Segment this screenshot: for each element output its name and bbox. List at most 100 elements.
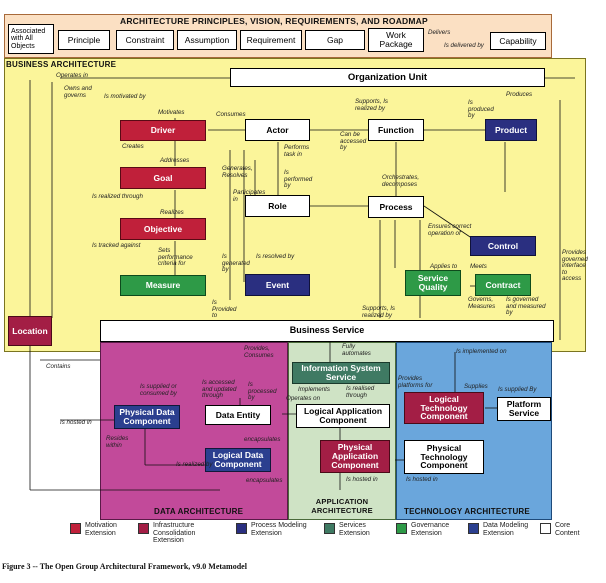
rel-implements: Implements — [298, 386, 330, 393]
rel-supplied-by: Is supplied By — [498, 386, 537, 393]
physical-application-component-box[interactable]: Physical Application Component — [320, 440, 390, 473]
data-region-title: DATA ARCHITECTURE — [154, 507, 244, 516]
rel-resolved-by: Is resolved by — [256, 253, 295, 260]
physical-data-component-box[interactable]: Physical Data Component — [114, 405, 180, 429]
rel-applies-to: Applies to — [430, 263, 458, 270]
delivered-by-label: Is delivered by — [444, 42, 484, 49]
driver-box[interactable]: Driver — [120, 120, 206, 141]
legend-label: Data Modeling Extension — [483, 522, 529, 537]
rel-resides-within: Resides within — [106, 435, 129, 449]
rel-governs: Governs, Measures — [468, 296, 496, 310]
rel-encapsulates-1: encapsulates — [244, 436, 281, 443]
rel-supports: Supports, Is realized by — [362, 305, 396, 319]
rel-realised-through: Is realised through — [346, 385, 375, 399]
principles-region-title: ARCHITECTURE PRINCIPLES, VISION, REQUIRE… — [120, 16, 428, 26]
legend-label: Services Extension — [339, 522, 370, 537]
data-entity-box[interactable]: Data Entity — [205, 405, 271, 425]
rel-tracked-against: Is tracked against — [92, 242, 141, 249]
goal-box[interactable]: Goal — [120, 167, 206, 189]
business-service-box[interactable]: Business Service — [100, 320, 554, 342]
app-region-title: APPLICATION ARCHITECTURE — [311, 497, 373, 515]
legend-data-modeling: Data Modeling Extension — [468, 522, 530, 537]
rel-operates-in: Operates in — [56, 72, 88, 79]
rel-motivates: Motivates — [158, 109, 185, 116]
legend-swatch — [540, 523, 551, 534]
organization-unit-box[interactable]: Organization Unit — [230, 68, 545, 87]
rel-meets: Meets — [470, 263, 487, 270]
rel-supplies: Supplies — [464, 383, 488, 390]
rel-supports-realized: Supports, Is realized by — [355, 98, 389, 112]
physical-technology-component-box[interactable]: Physical Technology Component — [404, 440, 484, 474]
rel-generates-resolves: Generates, Resolves — [222, 165, 253, 179]
rel-accessed-updated: Is accessed and updated through — [202, 379, 237, 399]
legend-swatch — [324, 523, 335, 534]
rel-supplied-consumed: Is supplied or consumed by — [140, 383, 177, 397]
measure-box[interactable]: Measure — [120, 275, 206, 296]
rel-orchestrates: Orchestrates, decomposes — [382, 174, 420, 188]
contract-box[interactable]: Contract — [475, 274, 531, 296]
legend-infrastructure: Infrastructure Consolidation Extension — [138, 522, 216, 545]
objective-box[interactable]: Objective — [120, 218, 206, 240]
rel-performs-task: Performs task in — [284, 144, 310, 158]
rel-creates: Creates — [122, 143, 144, 150]
legend-swatch — [70, 523, 81, 534]
rel-processed-by: Is processed by — [248, 381, 277, 401]
principle-box[interactable]: Principle — [58, 30, 110, 50]
gap-box[interactable]: Gap — [305, 30, 365, 50]
logical-application-component-box[interactable]: Logical Application Component — [296, 404, 390, 428]
rel-realized-through: Is realized through — [92, 193, 143, 200]
legend-motivation: Motivation Extension — [70, 522, 128, 537]
legend-swatch — [396, 523, 407, 534]
figure-caption: Figure 3 -- The Open Group Architectural… — [2, 562, 247, 571]
rel-governed-by: Is governed and measured by — [506, 296, 546, 316]
logical-technology-component-box[interactable]: Logical Technology Component — [404, 392, 484, 424]
requirement-box[interactable]: Requirement — [240, 30, 302, 50]
legend-process: Process Modeling Extension — [236, 522, 314, 537]
capability-box[interactable]: Capability — [490, 32, 546, 50]
rel-is-produced-by: Is produced by — [468, 99, 494, 119]
legend-label: Infrastructure Consolidation Extension — [153, 522, 196, 545]
product-box[interactable]: Product — [485, 119, 537, 141]
rel-provides-platforms: Provides platforms for — [398, 375, 433, 389]
rel-provides-governed: Provides governed interface to access — [562, 249, 588, 282]
service-quality-box[interactable]: Service Quality — [405, 270, 461, 296]
rel-provided-to: Is Provided to — [212, 299, 237, 319]
event-box[interactable]: Event — [245, 274, 310, 296]
assumption-box[interactable]: Assumption — [177, 30, 237, 50]
business-region-title: BUSINESS ARCHITECTURE — [6, 60, 117, 69]
location-box[interactable]: Location — [8, 316, 52, 346]
role-box[interactable]: Role — [245, 195, 310, 217]
rel-produces: Produces — [506, 91, 533, 98]
constraint-box[interactable]: Constraint — [116, 30, 174, 50]
rel-consumes: Consumes — [216, 111, 246, 118]
tech-region-title: TECHNOLOGY ARCHITECTURE — [404, 507, 530, 516]
process-box[interactable]: Process — [368, 196, 424, 218]
delivers-label: Delivers — [428, 29, 451, 36]
legend-services: Services Extension — [324, 522, 384, 537]
legend-swatch — [138, 523, 149, 534]
rel-hosted-in-data: Is hosted in — [60, 419, 92, 426]
rel-operates-on: Operates on — [286, 395, 321, 402]
work-package-box[interactable]: Work Package — [368, 28, 424, 52]
rel-ensures: Ensures correct operation of — [428, 223, 472, 237]
legend-label: Process Modeling Extension — [251, 522, 307, 537]
rel-provides-consumes: Provides, Consumes — [244, 345, 274, 359]
function-box[interactable]: Function — [368, 119, 424, 141]
rel-fully-automates: Fully automates — [342, 343, 371, 357]
control-box[interactable]: Control — [470, 236, 536, 256]
rel-owns-governs: Owns and governs — [64, 85, 92, 99]
legend-swatch — [468, 523, 479, 534]
information-system-service-box[interactable]: Information System Service — [292, 362, 390, 384]
rel-hosted-in-app: Is hosted in — [346, 476, 378, 483]
rel-is-generated-by: Is generated by — [222, 253, 250, 273]
platform-service-box[interactable]: Platform Service — [497, 397, 551, 421]
actor-box[interactable]: Actor — [245, 119, 310, 141]
rel-implemented-on: Is implemented on — [456, 348, 507, 355]
rel-can-be-accessed: Can be accessed by — [340, 131, 367, 151]
logical-data-component-box[interactable]: Logical Data Component — [205, 448, 271, 472]
rel-motivated-by: Is motivated by — [104, 93, 146, 100]
rel-realizes: Realizes — [160, 209, 184, 216]
legend-label: Motivation Extension — [85, 522, 117, 537]
legend-core: Core Content — [540, 522, 596, 537]
